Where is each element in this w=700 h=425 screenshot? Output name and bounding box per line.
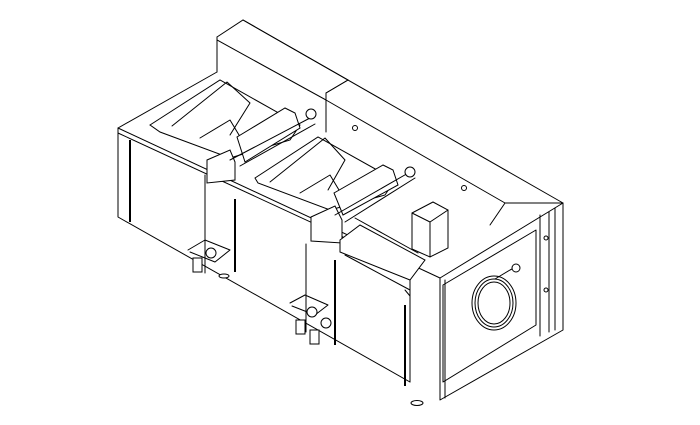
leveling-foot — [218, 273, 230, 279]
side-valve — [543, 235, 549, 241]
hopper-middle — [254, 136, 416, 244]
back-panel — [216, 19, 564, 226]
roller-end-cap — [305, 108, 317, 120]
control-box — [352, 125, 467, 258]
drain-valve-middle — [289, 294, 332, 345]
side-valve — [543, 287, 549, 293]
hopper-right — [339, 217, 426, 297]
leveling-foot — [410, 400, 424, 406]
main-body — [117, 71, 564, 401]
hose-coil — [471, 275, 517, 331]
hopper-left — [149, 79, 317, 184]
hose-fitting — [511, 263, 521, 273]
roller-end-cap — [404, 166, 416, 178]
drain-valve-left — [187, 239, 231, 273]
side-access-panel — [442, 229, 549, 383]
